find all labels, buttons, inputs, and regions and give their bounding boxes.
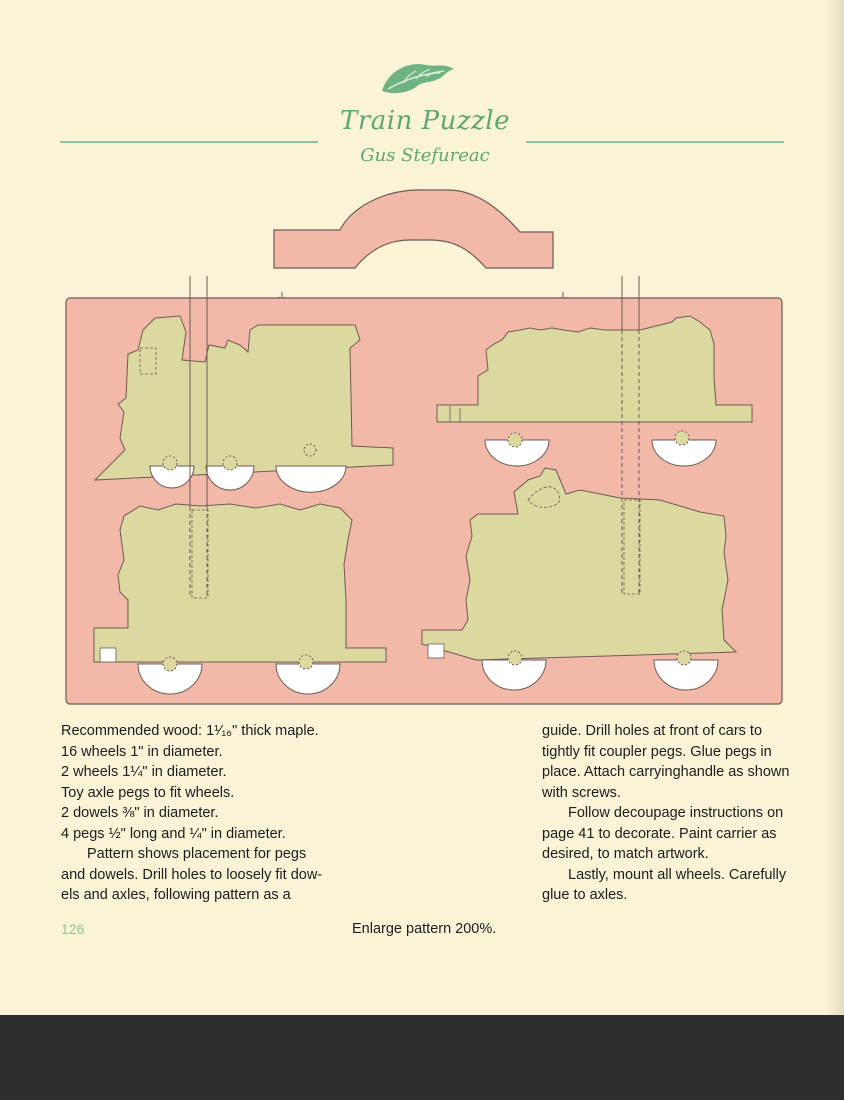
instruction-line: place. Attach carryinghandle as shown [542,764,790,780]
locomotive-wheels [149,455,347,493]
instruction-line: Lastly, mount all wheels. Carefully [568,866,787,883]
header-rule-right [526,141,784,143]
book-page: Train Puzzle Gus Stefureac [0,0,844,1015]
caboose [421,467,738,661]
instructions-left-column: Recommended wood: 1¹⁄₁₆" thick maple. 16… [61,721,322,906]
instruction-line: tightly fit coupler pegs. Glue pegs in [542,743,772,760]
leaf-ornament-icon [382,64,454,94]
instruction-line: desired, to match artwork. [542,846,709,862]
instruction-line: guide. Drill holes at front of cars to [542,723,763,739]
coal-car-wheels [137,654,341,695]
instruction-line: with screws. [542,784,621,801]
instruction-line: glue to axles. [542,887,628,903]
instruction-line: Recommended wood: 1¹⁄₁₆" thick maple. [61,723,319,739]
instruction-line: and dowels. Drill holes to loosely fit d… [61,866,323,883]
instruction-line: 4 pegs ½" long and ¼" in diameter. [61,825,286,842]
coal-car [93,503,387,663]
page-number: 126 [61,921,85,937]
instruction-line: 2 wheels 1¼" in diameter. [61,764,227,780]
scan-background [0,1015,844,1100]
instruction-line: 16 wheels 1" in diameter. [61,743,223,760]
dowel-guides [189,276,640,598]
instruction-line: els and axles, following pattern as a [61,887,291,903]
enlarge-caption: Enlarge pattern 200%. [352,921,497,937]
carrying-handle [273,189,554,269]
article-author: Gus Stefureac [360,145,490,166]
tender-wheels [484,430,717,467]
header-rule-left [60,141,318,143]
caboose-wheels [481,650,719,691]
instruction-line: Pattern shows placement for pegs [87,846,307,862]
instruction-line: page 41 to decorate. Paint carrier as [542,825,777,842]
tender-car [436,315,753,447]
instruction-line: Follow decoupage instructions on [568,805,784,821]
instruction-line: Toy axle pegs to fit wheels. [61,784,235,801]
train-puzzle-pattern [65,189,783,705]
instruction-line: 2 dowels ⅜" in diameter. [61,805,219,821]
article-title: Train Puzzle [340,106,510,136]
instructions-right-column: guide. Drill holes at front of cars to t… [542,721,789,906]
